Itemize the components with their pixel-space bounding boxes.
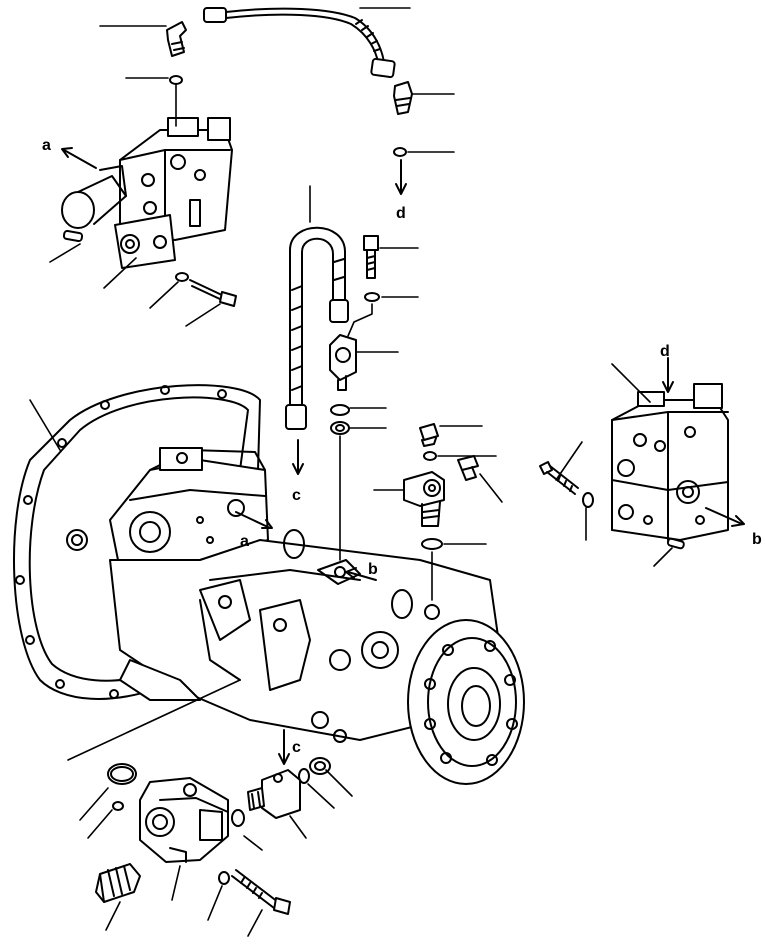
o-ring-bottom-right <box>298 768 310 784</box>
o-ring-bottom-large <box>107 763 137 785</box>
elbow-valve-center <box>403 471 445 527</box>
ref-label-b-pump: b <box>368 561 378 578</box>
arrow-b-right <box>705 507 745 527</box>
hose-top <box>203 7 396 79</box>
ref-label-d-top: d <box>396 205 406 222</box>
valve-bottom-center <box>247 769 301 819</box>
ref-label-b-right: b <box>752 531 762 548</box>
ref-label-d-right: d <box>660 343 670 360</box>
pin-top-left <box>62 229 84 243</box>
o-ring-bottom-small <box>112 801 124 811</box>
bolt-bottom <box>231 869 291 915</box>
plug-bottom-right <box>309 757 331 775</box>
top-hose-assembly: d <box>166 7 413 222</box>
elbow-fitting-top <box>166 21 187 57</box>
arrow-d-top <box>395 159 407 195</box>
control-valve-right <box>611 383 729 541</box>
ref-label-c-hose: c <box>292 487 301 504</box>
bolt-right <box>539 461 579 495</box>
washer-center <box>364 292 380 302</box>
pump-gear-end <box>407 619 525 785</box>
arrow-c-bottom <box>278 729 290 765</box>
pump-body-center <box>66 529 501 743</box>
valve-lower-block <box>114 214 176 269</box>
control-valve-top-left: a <box>42 117 237 307</box>
o-ring-lower-center <box>421 538 443 550</box>
o-ring-plug <box>423 451 437 461</box>
arrow-a-top <box>61 147 97 169</box>
main-pump-assembly: a b <box>12 384 525 785</box>
o-rings-center <box>330 404 350 435</box>
washer-top-left <box>175 272 189 282</box>
o-ring-top-left <box>169 75 183 85</box>
solenoid-cylinder <box>61 165 127 229</box>
ref-label-c-bottom: c <box>292 739 301 756</box>
leader-lines <box>29 7 673 937</box>
arrow-a-pump <box>235 511 273 529</box>
gear-pump-bottom <box>139 777 229 863</box>
j-hose-center: c <box>285 226 349 504</box>
pin-right <box>666 537 685 550</box>
bolt-top-left <box>189 279 237 307</box>
plug-center-right <box>419 423 439 447</box>
check-valve-bottom <box>95 863 141 903</box>
o-ring-top-right <box>393 147 407 157</box>
ref-label-a-pump: a <box>240 533 249 550</box>
ref-label-a-top: a <box>42 137 51 154</box>
arrow-d-right <box>662 357 674 393</box>
bolt-center <box>363 235 379 279</box>
washer-right <box>582 492 594 508</box>
arrow-b-pump <box>345 567 377 581</box>
washer-bottom <box>218 871 230 885</box>
adapter-fitting-top-right <box>393 81 413 115</box>
breather-fitting <box>457 455 479 481</box>
o-ring-bottom-mid <box>231 809 245 827</box>
arrow-c-hose <box>292 439 304 475</box>
clamp-block-center <box>329 334 357 391</box>
